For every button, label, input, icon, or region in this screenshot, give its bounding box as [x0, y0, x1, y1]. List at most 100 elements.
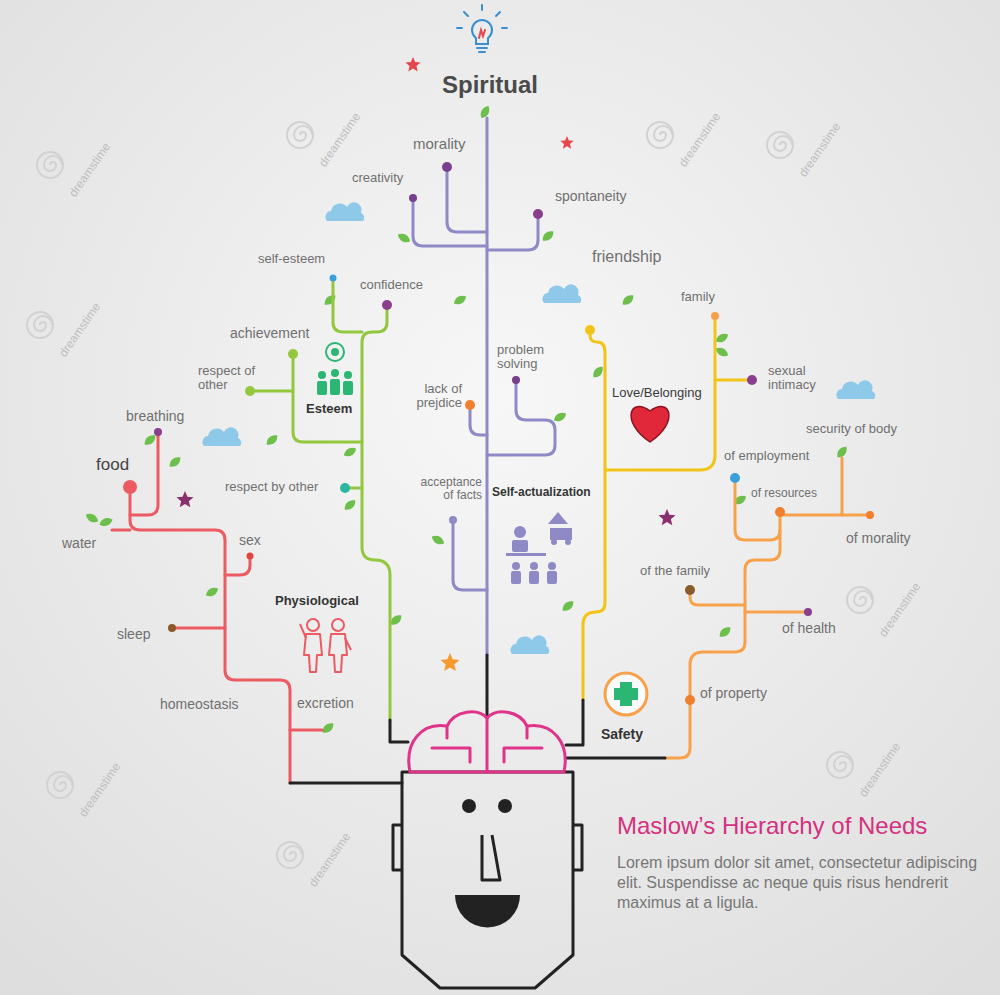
esteem-icon [331, 369, 339, 377]
branch-dot [685, 695, 695, 705]
head-outline [482, 835, 500, 880]
leaf [342, 498, 358, 513]
need-label: creativity [352, 171, 403, 185]
branch-dot [245, 275, 392, 494]
need-label: of resources [751, 487, 817, 500]
watermark-logo [27, 312, 53, 338]
branch-dot [330, 275, 337, 282]
watermark-logo [47, 772, 73, 798]
self-actualization-icon [529, 571, 539, 584]
esteem-icon [343, 381, 353, 395]
branch-dot [465, 400, 475, 410]
watermark-logo [647, 122, 673, 148]
need-label: self-esteem [258, 252, 325, 266]
leaf [478, 104, 491, 120]
lightbulb-icon [479, 30, 485, 38]
need-label: breathing [126, 409, 184, 424]
watermark-logo [284, 846, 302, 861]
self-actualization-icon [530, 562, 538, 570]
esteem-icon [331, 348, 339, 356]
safety-branches [745, 611, 808, 614]
need-label: lack of prejdice [400, 382, 462, 410]
leaf [452, 293, 468, 306]
head-outline [393, 825, 402, 870]
self-actualization-branches [413, 198, 487, 246]
branch-dot [442, 162, 452, 172]
branch-dot [123, 428, 254, 632]
root-wires [390, 720, 408, 742]
need-label: of employment [724, 449, 809, 463]
branch-dot [585, 325, 595, 335]
need-label: acceptance of facts [414, 476, 482, 502]
need-label: of health [782, 621, 836, 636]
branch-dot [685, 473, 874, 705]
love-branches [715, 379, 752, 382]
esteem-icon [318, 371, 326, 379]
brain [432, 748, 470, 762]
diagram-caption: Lorem ipsum dolor sit amet, consectetur … [617, 853, 982, 913]
level-heading: Safety [601, 727, 643, 742]
root-wires [290, 782, 402, 785]
lightbulb-icon [457, 5, 507, 52]
self-actualization-branches [447, 167, 487, 232]
need-label: of morality [846, 531, 911, 546]
safety-branches [665, 512, 780, 758]
star [560, 136, 573, 149]
esteem-branches [293, 354, 362, 442]
self-actualization-branches [487, 380, 555, 455]
need-label: sleep [117, 627, 150, 642]
level-heading: Esteem [306, 402, 352, 416]
self-actualization-icon [506, 553, 546, 556]
brain [409, 712, 565, 772]
need-label: sex [239, 533, 261, 548]
watermark-logo [827, 752, 853, 778]
branch-dot [685, 585, 695, 595]
self-actualization-icon [511, 571, 521, 584]
watermark-logo [47, 772, 73, 798]
watermark-logo [34, 316, 52, 331]
need-label: water [62, 536, 96, 551]
self-actualization-icon [512, 540, 528, 552]
watermark-logo [774, 136, 792, 151]
leaf [560, 599, 576, 614]
root-wires [566, 757, 665, 760]
level-heading: Love/Belonging [612, 386, 702, 400]
esteem-icon [317, 381, 327, 395]
branch-dot [154, 428, 162, 436]
safety-branches [665, 458, 870, 758]
physiological-branches [130, 432, 158, 515]
brain [409, 712, 565, 772]
esteem-icon [344, 371, 352, 379]
branch-dot [382, 300, 392, 310]
self-actualization-branches [470, 405, 487, 435]
need-label: friendship [592, 248, 661, 265]
cloud [202, 427, 241, 446]
leaf [620, 293, 636, 308]
level-heading: Physiological [275, 594, 359, 608]
safety-branches [780, 514, 870, 517]
lightbulb-icon [472, 20, 492, 44]
self-actualization-icon [548, 562, 556, 570]
branch-dot [288, 349, 298, 359]
physiological-icon [300, 619, 351, 672]
self-actualization-branches [487, 214, 538, 250]
leaf [430, 533, 446, 546]
leaf [717, 625, 733, 640]
watermark-logo [27, 312, 53, 338]
branch-dot [730, 473, 740, 483]
leaf [552, 410, 568, 423]
face [498, 799, 512, 813]
need-label: food [96, 456, 129, 474]
leaf [167, 455, 183, 470]
safety-branches [690, 590, 745, 605]
cloud [836, 380, 875, 399]
need-label: of the family [640, 564, 710, 578]
need-label: security of body [806, 422, 897, 436]
esteem-branches [250, 390, 293, 393]
level-heading: Spiritual [442, 72, 538, 98]
safety-icon [605, 673, 647, 715]
star [176, 491, 193, 507]
watermark-logo [287, 122, 313, 148]
branch-dot [512, 376, 520, 384]
